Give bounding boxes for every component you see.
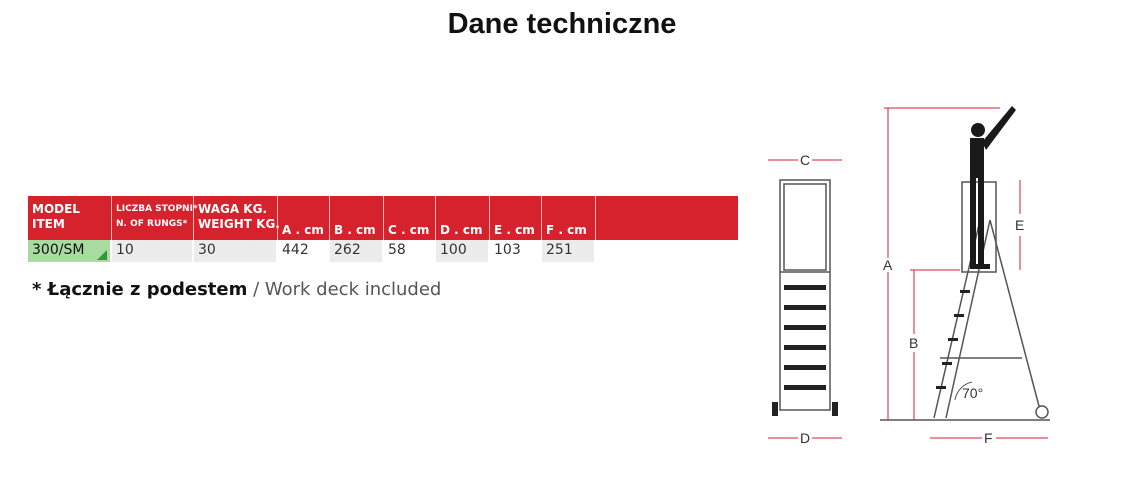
cell-a: 442 xyxy=(278,240,330,262)
cell-c: 58 xyxy=(384,240,436,262)
label-c: C xyxy=(800,152,810,168)
footnote-rest: / Work deck included xyxy=(247,279,442,300)
header-rungs: LICZBA STOPNI*N. OF RUNGS* xyxy=(112,196,198,240)
header-d: D . cm xyxy=(436,196,490,240)
label-f: F xyxy=(984,430,993,446)
header-b: B . cm xyxy=(330,196,384,240)
cell-weight: 30 xyxy=(194,240,278,262)
cell-d: 100 xyxy=(436,240,490,262)
front-frame xyxy=(779,179,831,411)
table-row: 300/SM 10 30 442 262 58 100 103 251 xyxy=(28,240,738,262)
label-b: B xyxy=(909,335,918,351)
label-d: D xyxy=(800,430,810,446)
header-f: F . cm xyxy=(542,196,596,240)
page-title: Dane techniczne xyxy=(447,8,677,40)
header-weight: WAGA KG.WEIGHT KG. xyxy=(194,196,280,240)
front-top-guard xyxy=(783,183,827,271)
cell-rungs: 10 xyxy=(112,240,194,262)
cell-b: 262 xyxy=(330,240,384,262)
label-e: E xyxy=(1015,217,1024,233)
label-angle: 70° xyxy=(962,385,983,401)
corner-marker-icon xyxy=(97,250,107,260)
header-e: E . cm xyxy=(490,196,542,240)
header-empty xyxy=(596,196,738,240)
dimension-lines xyxy=(768,107,1048,439)
person-silhouette-icon xyxy=(970,106,1016,269)
footnote: * Łącznie z podestem / Work deck include… xyxy=(32,279,441,300)
cell-e: 103 xyxy=(490,240,542,262)
label-a: A xyxy=(883,257,893,273)
footnote-bold: * Łącznie z podestem xyxy=(32,279,248,300)
cell-model: 300/SM xyxy=(28,240,112,262)
header-a: A . cm xyxy=(278,196,330,240)
header-c: C . cm xyxy=(384,196,436,240)
ladder-diagram: C D A B E F 70° xyxy=(768,106,1050,446)
cell-f: 251 xyxy=(542,240,596,262)
